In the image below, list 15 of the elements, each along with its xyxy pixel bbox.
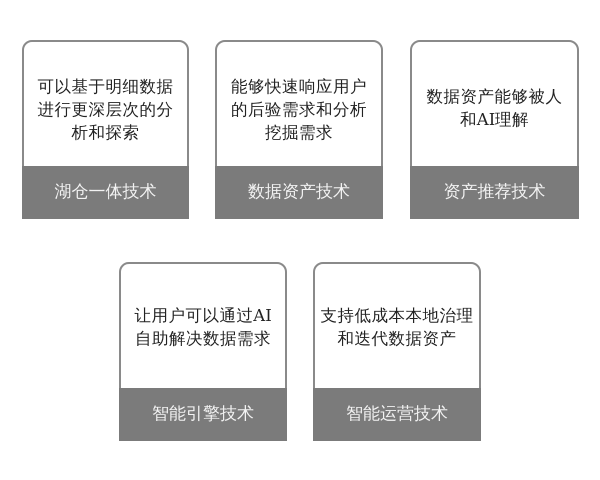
title-band: 数据资产技术 [215,166,383,219]
card [410,40,579,219]
card-description: 可以基于明细数据进行更深层次的分析和探索 [36,76,174,144]
card-description: 支持低成本本地治理和迭代数据资产 [320,305,474,350]
card-description: 让用户可以通过AI自助解决数据需求 [133,305,273,350]
card-description: 数据资产能够被人和AI理解 [426,86,564,131]
card-description: 能够快速响应用户的后验需求和分析挖掘需求 [230,76,368,144]
card [119,262,287,441]
title-band: 湖仓一体技术 [22,166,189,219]
card [215,40,383,219]
card [22,40,189,219]
card [313,262,481,441]
title-band: 智能运营技术 [313,388,481,441]
title-band: 资产推荐技术 [410,166,579,219]
title-band: 智能引擎技术 [119,388,287,441]
